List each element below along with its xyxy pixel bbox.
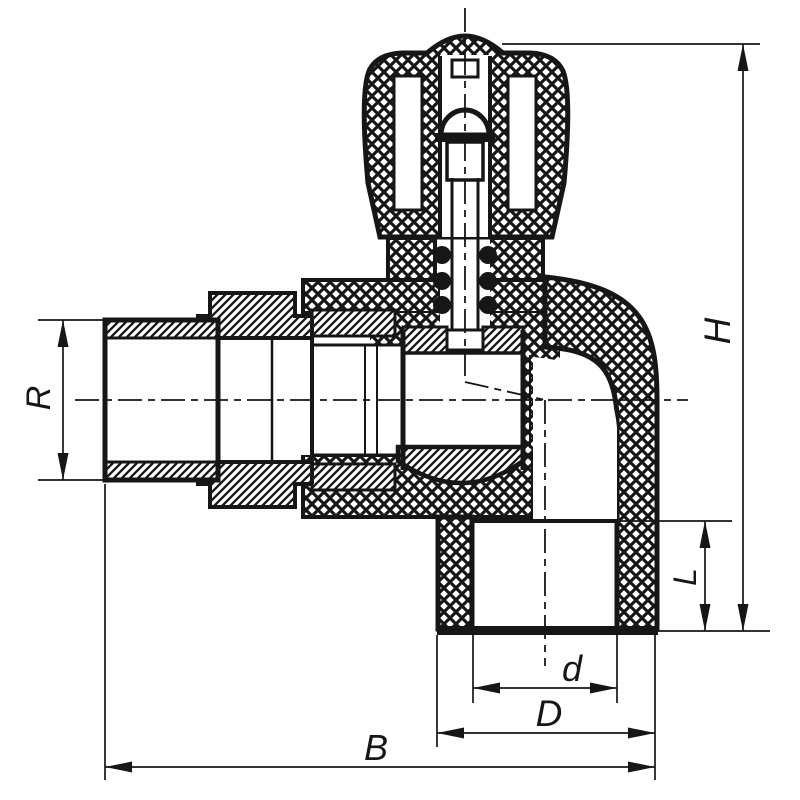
arrow-left xyxy=(473,682,500,694)
dimension-label-B: B xyxy=(364,727,388,768)
dimension-label-L: L xyxy=(667,568,703,586)
arrow-right xyxy=(628,761,655,773)
arrow-up xyxy=(699,521,711,548)
outlet-wall-left xyxy=(435,514,475,632)
detail-outlines xyxy=(105,178,658,635)
stem-head-dome xyxy=(438,107,492,138)
dimension-labels: R H L d D B xyxy=(20,317,738,768)
tailpiece-bottom xyxy=(310,462,397,492)
dimension-label-H: H xyxy=(697,317,738,344)
metal-parts xyxy=(196,291,526,509)
outlet-end-face xyxy=(437,626,658,635)
stem-oring xyxy=(433,246,451,264)
handwheel-pocket-right xyxy=(506,74,538,212)
arrow-left xyxy=(105,761,132,773)
bonnet-neck-right xyxy=(486,236,545,284)
arrow-left xyxy=(437,727,464,739)
arrow-right xyxy=(628,727,655,739)
thread-band-top xyxy=(103,318,220,340)
arrow-up xyxy=(57,320,69,347)
stem-oring xyxy=(479,296,497,314)
seat-left xyxy=(401,325,449,355)
stem-oring xyxy=(479,246,497,264)
dimension-label-R: R xyxy=(20,386,58,411)
bonnet-neck-left xyxy=(386,236,437,284)
centerlines xyxy=(75,8,688,666)
dimension-label-D: D xyxy=(536,693,563,734)
tailpiece-top xyxy=(310,308,397,338)
centerline-jog xyxy=(464,381,546,401)
stem-oring xyxy=(433,296,451,314)
arrow-down xyxy=(737,604,749,631)
arrow-right xyxy=(590,682,617,694)
arrow-down xyxy=(57,453,69,480)
body-flange-left xyxy=(301,278,442,315)
stem-oring xyxy=(433,272,451,290)
dimension-arrowheads xyxy=(57,44,749,773)
thread-band-bottom xyxy=(103,460,220,482)
handwheel xyxy=(361,33,571,240)
elbow-bore xyxy=(533,357,617,521)
arrow-down xyxy=(699,604,711,631)
arrow-up xyxy=(737,44,749,71)
outlet-elbow xyxy=(542,274,660,632)
dimension-label-d: d xyxy=(562,648,583,689)
handwheel-pocket-left xyxy=(392,74,424,212)
seat-right xyxy=(481,325,525,355)
stem-oring xyxy=(479,272,497,290)
